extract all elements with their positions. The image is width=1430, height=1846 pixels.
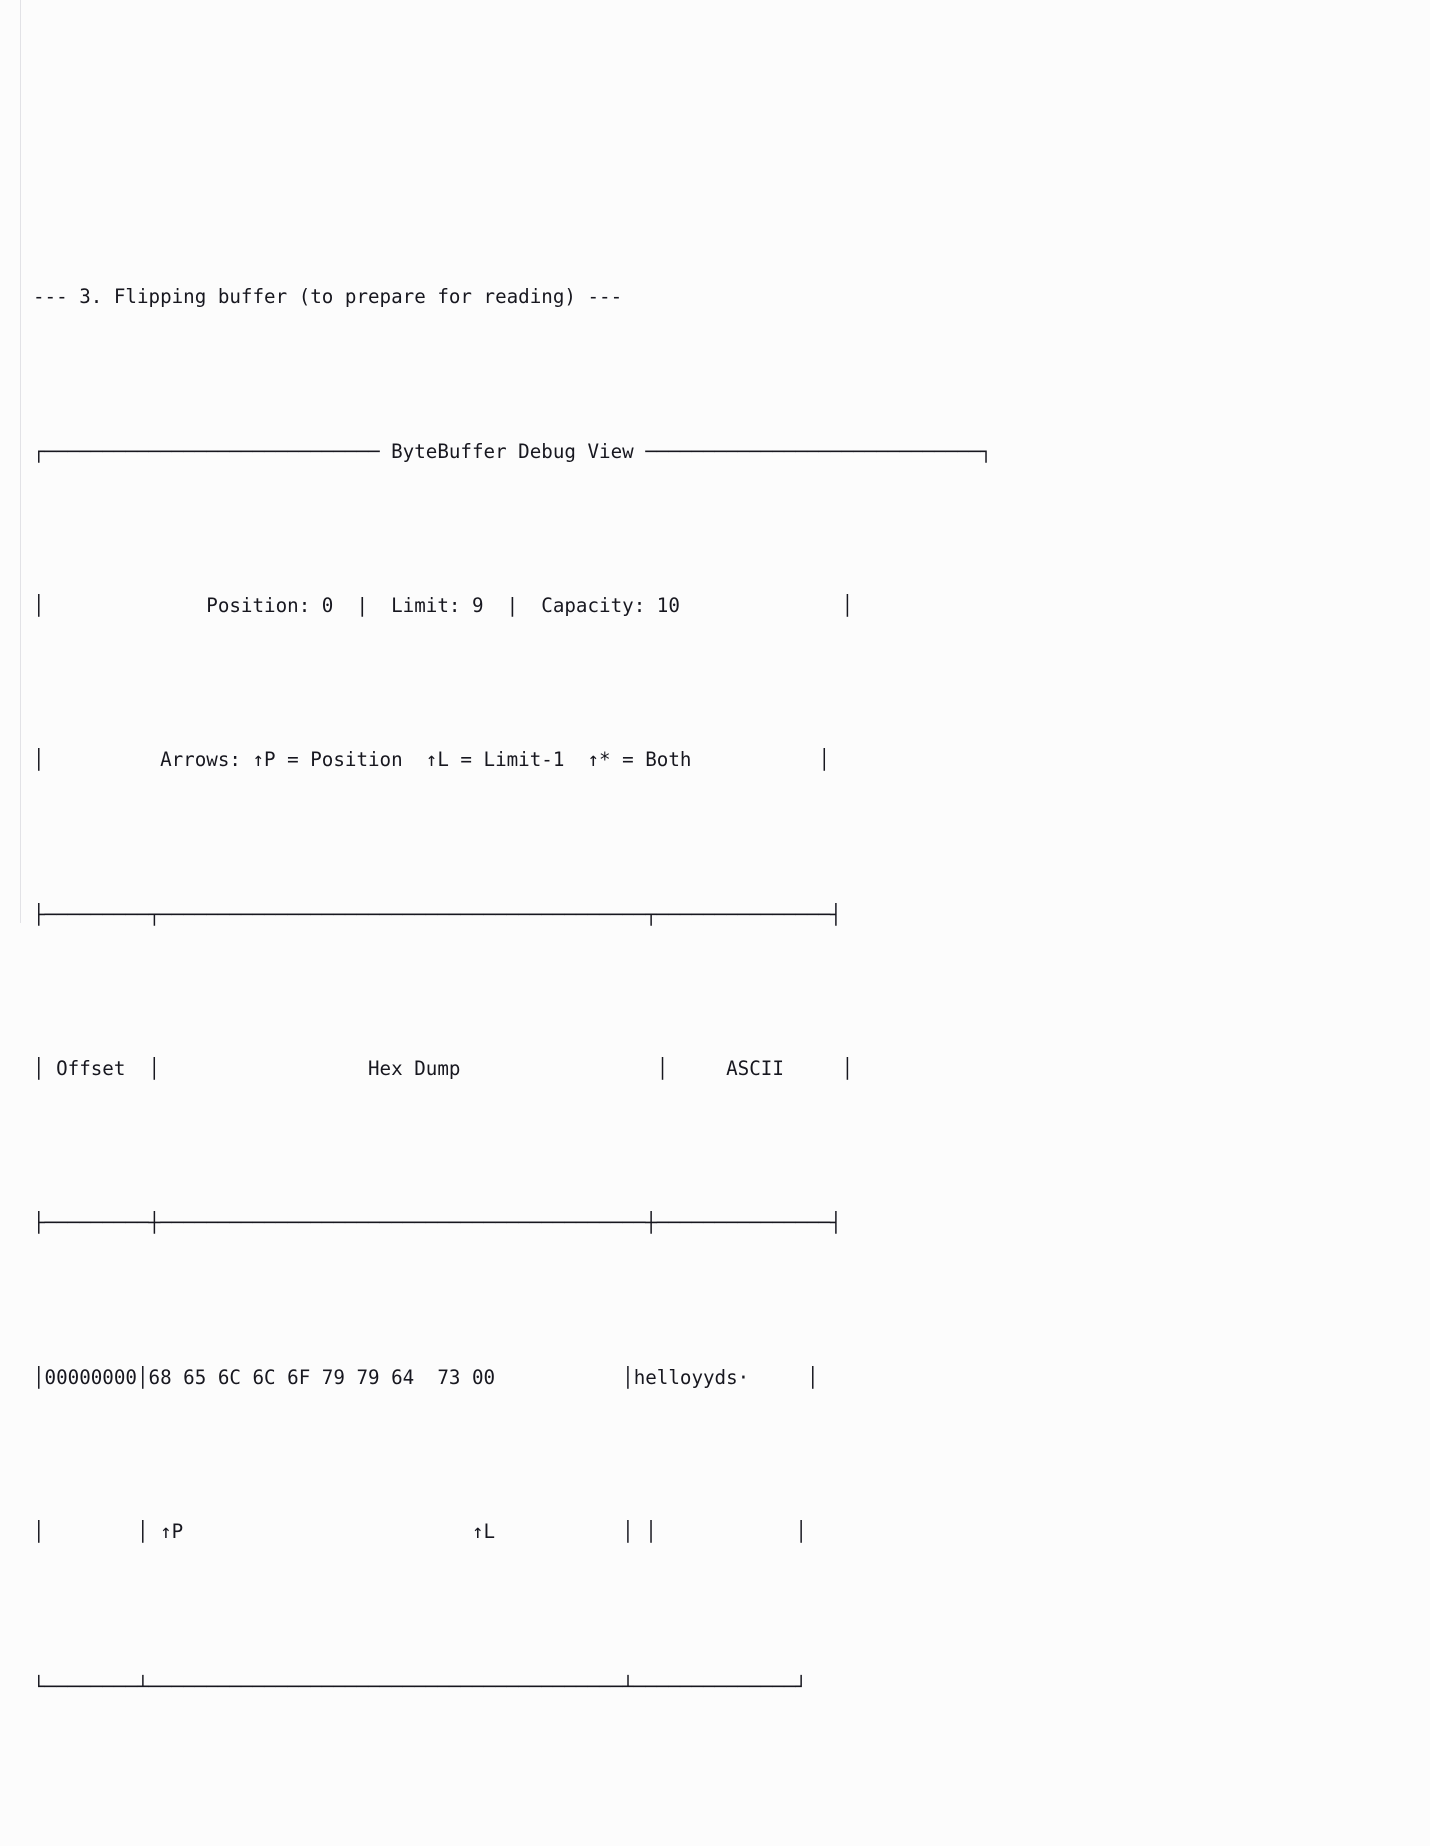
- section-3-table-row: │00000000│68 65 6C 6C 6F 79 79 64 73 00 …: [33, 1365, 819, 1389]
- section-3-table-top-border: ├─────────┬─────────────────────────────…: [33, 902, 842, 926]
- terminal-output: --- 3. Flipping buffer (to prepare for r…: [33, 8, 1423, 1846]
- section-3-table-header-row: │ Offset │ Hex Dump │ ASCII │: [33, 1057, 854, 1081]
- spacer: [33, 1822, 1423, 1846]
- section-3-box-top-border: ┌───────────────────────────── ByteBuffe…: [33, 439, 992, 463]
- section-3-table-bottom-border: └────────┴──────────────────────────────…: [33, 1674, 807, 1698]
- section-3-status-line: │ Position: 0 | Limit: 9 | Capacity: 10 …: [33, 593, 854, 617]
- editor-gutter-line: [20, 0, 21, 923]
- section-3-heading: --- 3. Flipping buffer (to prepare for r…: [33, 285, 623, 309]
- section-3-table-arrow-row: │ │ ↑P ↑L │ │ │: [33, 1520, 807, 1544]
- section-3-table-header-separator: ├─────────┼─────────────────────────────…: [33, 1211, 842, 1235]
- section-3: --- 3. Flipping buffer (to prepare for r…: [33, 162, 1423, 1846]
- section-3-arrows-legend: │ Arrows: ↑P = Position ↑L = Limit-1 ↑* …: [33, 748, 831, 772]
